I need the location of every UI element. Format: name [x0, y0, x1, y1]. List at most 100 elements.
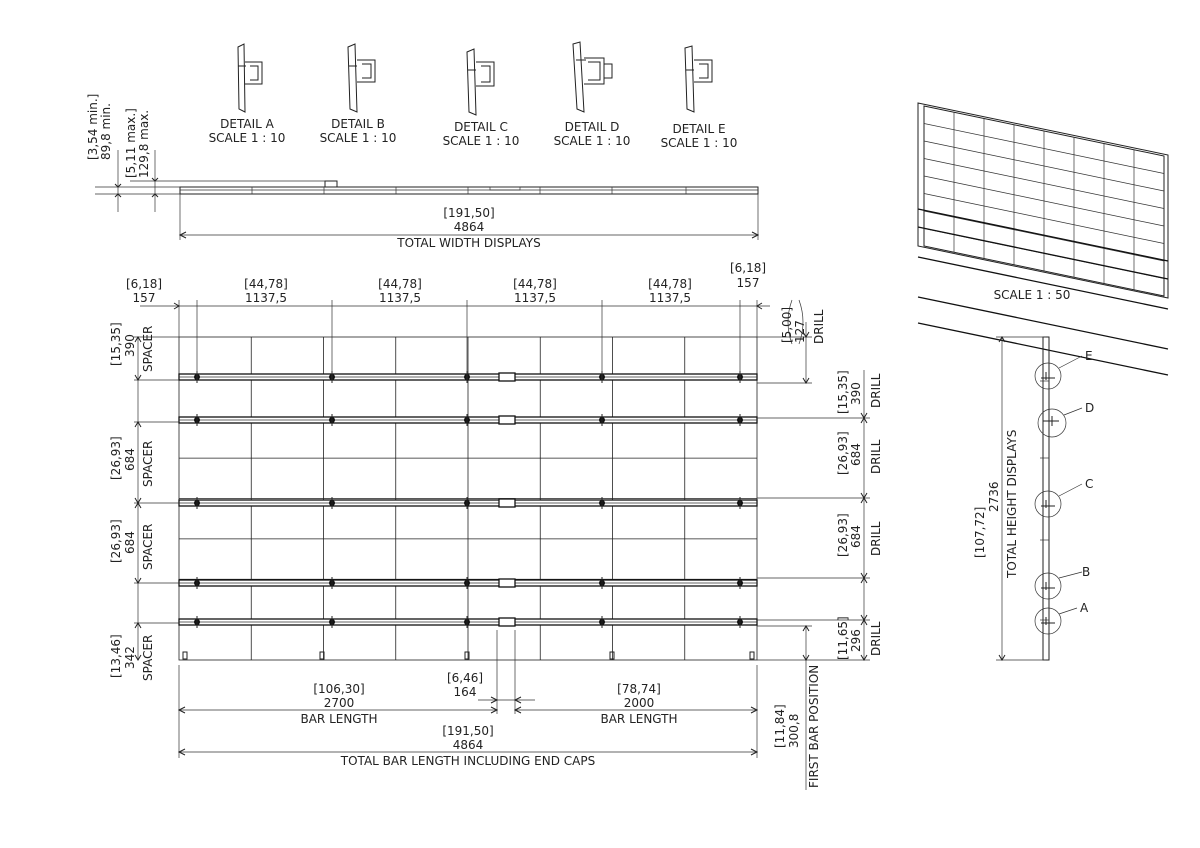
drill-top-label: DRILL [812, 309, 826, 344]
col-dim-2-in: [44,78] [244, 277, 288, 291]
detail-e: DETAIL E SCALE 1 : 10 [661, 45, 738, 150]
detail-e-title: DETAIL E [672, 122, 725, 136]
iso-tile-divider-h [923, 140, 1165, 192]
front-view [178, 336, 758, 661]
callout-e: E [1085, 349, 1093, 363]
iso-mounting-bar [917, 208, 1169, 262]
callout-d: D [1085, 401, 1094, 415]
left-dim-2-in: [26,93] [109, 436, 123, 480]
bottom-foot [464, 651, 470, 660]
left-dim-3-in: [26,93] [109, 519, 123, 563]
iso-tile-divider-h [923, 158, 1165, 209]
iso-scale: SCALE 1 : 50 [994, 288, 1071, 302]
bar-joint [498, 372, 516, 382]
iso-tile-divider-h [923, 210, 1165, 262]
top-max-mm: 129,8 max. [137, 110, 151, 178]
left-dim-3-mm: 684 [123, 531, 137, 554]
bar-joint [498, 415, 516, 425]
detail-b-scale: SCALE 1 : 10 [320, 131, 397, 145]
total-mm: 4864 [453, 738, 484, 752]
left-dim-2-label: SPACER [141, 441, 155, 487]
bottom-foot [182, 651, 188, 660]
column-dimensions: [6,18] 157 [44,78] 1137,5 [44,78] 1137,5… [126, 261, 770, 380]
top-view: [3,54 min.] 89,8 min. [5,11 max.] 129,8 … [86, 94, 760, 250]
first-bar-in: [11,84] [773, 704, 787, 748]
detail-d-title: DETAIL D [565, 120, 620, 134]
top-min-in: [3,54 min.] [86, 94, 100, 160]
col-dim-2-mm: 1137,5 [245, 291, 287, 305]
detail-c-scale: SCALE 1 : 10 [443, 134, 520, 148]
top-width-mm: 4864 [454, 220, 485, 234]
left-dim-4-mm: 342 [123, 646, 137, 669]
bar-joint [498, 617, 516, 627]
col-dim-3-in: [44,78] [378, 277, 422, 291]
drill-top-mm: 127 [793, 320, 807, 343]
detail-e-scale: SCALE 1 : 10 [661, 136, 738, 150]
top-max-in: [5,11 max.] [124, 108, 138, 178]
right-dim-1-mm: 390 [849, 382, 863, 405]
detail-a: DETAIL A SCALE 1 : 10 [209, 43, 285, 145]
callout-c: C [1085, 477, 1093, 491]
col-dim-6-in: [6,18] [730, 261, 766, 275]
col-dim-4-in: [44,78] [513, 277, 557, 291]
left-dim-2-mm: 684 [123, 448, 137, 471]
display-grid [179, 337, 757, 660]
gap-mm: 164 [454, 685, 477, 699]
right-dim-1-in: [15,35] [836, 370, 850, 414]
detail-d: DETAIL D SCALE 1 : 10 [554, 41, 631, 148]
detail-d-scale: SCALE 1 : 10 [554, 134, 631, 148]
bottom-foot [749, 651, 755, 660]
col-dim-5-in: [44,78] [648, 277, 692, 291]
iso-mounting-bar [917, 226, 1169, 280]
callout-b: B [1082, 565, 1090, 579]
col-dim-5-mm: 1137,5 [649, 291, 691, 305]
bar2-mm: 2000 [624, 696, 655, 710]
first-bar-dim: [11,84] 300,8 FIRST BAR POSITION [757, 625, 821, 790]
top-min-mm: 89,8 min. [99, 103, 113, 160]
col-dim-6-mm: 157 [737, 276, 760, 290]
total-in: [191,50] [442, 724, 493, 738]
total-label: TOTAL BAR LENGTH INCLUDING END CAPS [340, 754, 595, 768]
right-dim-3-in: [26,93] [836, 513, 850, 557]
right-dim-4-in: [11,65] [836, 616, 850, 660]
right-dim-4-label: DRILL [869, 621, 883, 656]
left-dim-1-label: SPACER [141, 326, 155, 372]
bottom-foot [609, 651, 615, 660]
iso-tile-divider-h [923, 123, 1165, 174]
detail-c: DETAIL C SCALE 1 : 10 [443, 48, 520, 148]
left-spacer-dims: [15,35] 390 SPACER [26,93] 684 SPACER [2… [109, 322, 179, 681]
side-dim-mm: 2736 [987, 481, 1001, 512]
callout-a: A [1080, 601, 1089, 615]
right-dim-3-label: DRILL [869, 521, 883, 556]
col-dim-4-mm: 1137,5 [514, 291, 556, 305]
right-dim-3-mm: 684 [849, 525, 863, 548]
drill-top-dim: [5,00] 127 DRILL [757, 299, 826, 384]
side-view: [107,72] 2736 TOTAL HEIGHT DISPLAYS E D … [973, 336, 1094, 661]
bar2-in: [78,74] [617, 682, 661, 696]
right-drill-dims: [15,35] 390 DRILL [26,93] 684 DRILL [26,… [757, 370, 883, 661]
drill-top-in: [5,00] [780, 307, 794, 343]
col-dim-1-in: [6,18] [126, 277, 162, 291]
right-dim-2-in: [26,93] [836, 431, 850, 475]
detail-b-title: DETAIL B [331, 117, 385, 131]
left-dim-4-label: SPACER [141, 635, 155, 681]
right-dim-2-label: DRILL [869, 439, 883, 474]
bar-joint [498, 578, 516, 588]
gap-in: [6,46] [447, 671, 483, 685]
top-width-in: [191,50] [443, 206, 494, 220]
col-dim-1-mm: 157 [133, 291, 156, 305]
side-dim-in: [107,72] [973, 507, 987, 558]
top-width-label: TOTAL WIDTH DISPLAYS [396, 236, 541, 250]
bar1-label: BAR LENGTH [300, 712, 377, 726]
left-dim-1-mm: 390 [123, 334, 137, 357]
bottom-dims: [106,30] 2700 BAR LENGTH [6,46] 164 [78,… [177, 630, 759, 768]
first-bar-label: FIRST BAR POSITION [807, 665, 821, 788]
iso-tile-divider-h [923, 175, 1165, 227]
side-dim-label: TOTAL HEIGHT DISPLAYS [1005, 430, 1019, 579]
iso-view: SCALE 1 : 50 [917, 102, 1169, 376]
iso-tile-divider-h [923, 193, 1165, 244]
detail-b: DETAIL B SCALE 1 : 10 [320, 43, 397, 145]
bar-joint [498, 498, 516, 508]
